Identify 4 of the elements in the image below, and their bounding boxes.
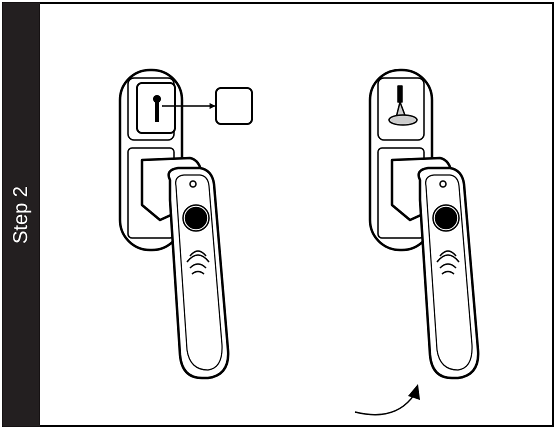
step-label: Step 2 [9,186,33,244]
cap-plate [215,87,253,125]
keyhole-plate [136,82,176,134]
arrow [162,103,216,109]
